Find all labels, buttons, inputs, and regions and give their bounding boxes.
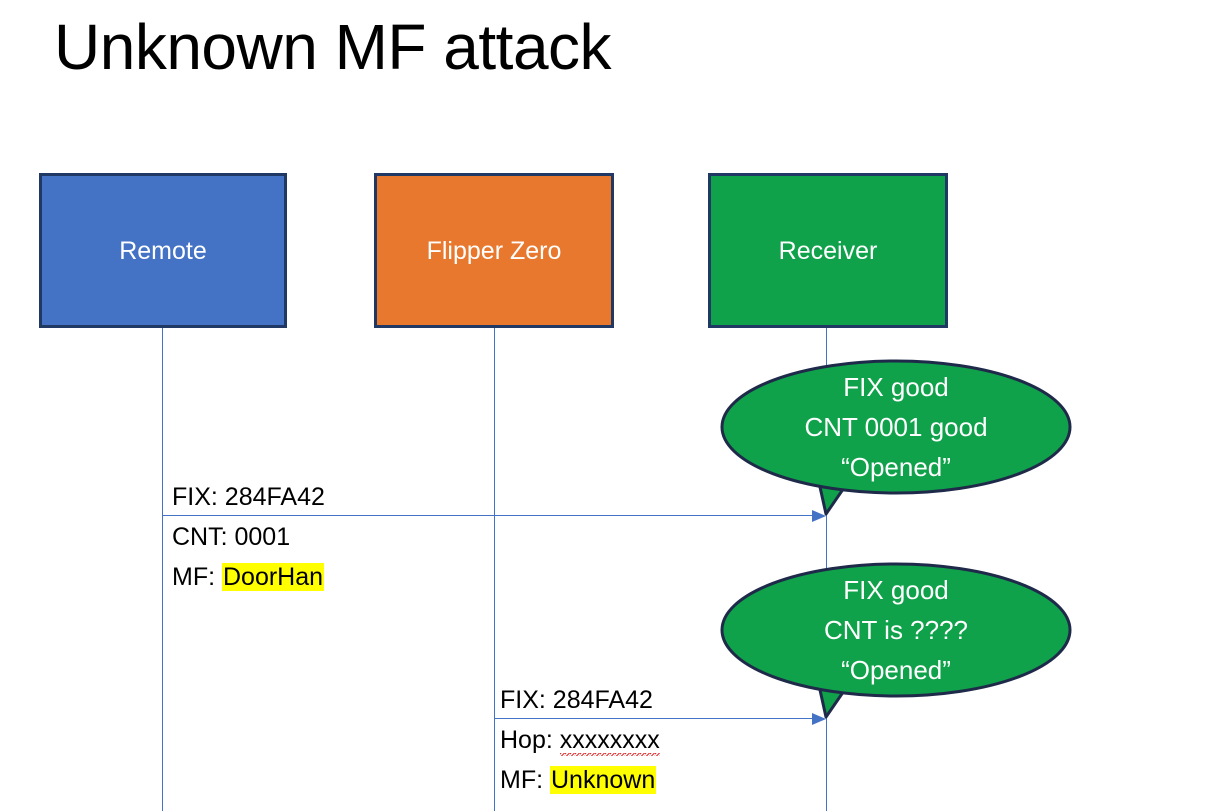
speech-bubble-oval [720,359,1072,495]
lifeline-flipper [494,328,495,811]
message-arrow-flipper-to-receiver [494,713,826,725]
message-line-fix-value: 284FA42 [552,686,653,714]
arrow-head [812,510,826,522]
actor-box-receiver[interactable]: Receiver [708,173,948,328]
message-line-cnt-prefix: CNT: [172,523,235,551]
page-title: Unknown MF attack [54,11,612,83]
arrow-head [812,713,826,725]
message-label-remote-to-receiver: FIX: 284FA42 CNT: 0001 MF: DoorHan [172,477,325,597]
message-line-mf-value-highlighted: Unknown [550,766,657,794]
message-line-fix: FIX: 284FA42 [500,680,660,720]
message-line-mf-prefix: MF: [172,563,222,591]
message-label-flipper-to-receiver: FIX: 284FA42 Hop: xxxxxxxx MF: Unknown [500,680,660,800]
actor-box-flipper[interactable]: Flipper Zero [374,173,614,328]
message-line-hop: Hop: xxxxxxxx [500,720,660,760]
message-line-mf-prefix: MF: [500,766,550,794]
message-line-hop-prefix: Hop: [500,726,560,754]
speech-bubble-shape [720,562,1072,719]
message-line-mf: MF: DoorHan [172,557,325,597]
message-line-fix-prefix: FIX: [500,686,553,714]
message-line-cnt: CNT: 0001 [172,517,325,557]
speech-bubble-shape [720,359,1072,516]
actor-box-remote[interactable]: Remote [39,173,287,328]
message-line-fix-prefix: FIX: [172,483,225,511]
arrow-shaft [494,718,812,719]
message-arrow-remote-to-receiver [162,510,826,522]
message-line-fix-value: 284FA42 [224,483,325,511]
speech-bubble-oval [720,562,1072,698]
message-line-mf-value-highlighted: DoorHan [222,563,325,591]
message-line-cnt-value: 0001 [234,523,291,551]
actor-label-receiver: Receiver [778,236,878,265]
actor-label-flipper: Flipper Zero [426,236,562,265]
lifeline-remote [162,328,163,811]
actor-label-remote: Remote [119,236,207,265]
speech-bubble-second-response[interactable]: FIX good CNT is ???? “Opened” [718,561,1074,721]
speech-bubble-first-response[interactable]: FIX good CNT 0001 good “Opened” [718,358,1074,518]
message-line-mf: MF: Unknown [500,760,660,800]
arrow-shaft [162,515,812,516]
message-line-hop-value: xxxxxxxx [559,726,660,757]
message-line-fix: FIX: 284FA42 [172,477,325,517]
